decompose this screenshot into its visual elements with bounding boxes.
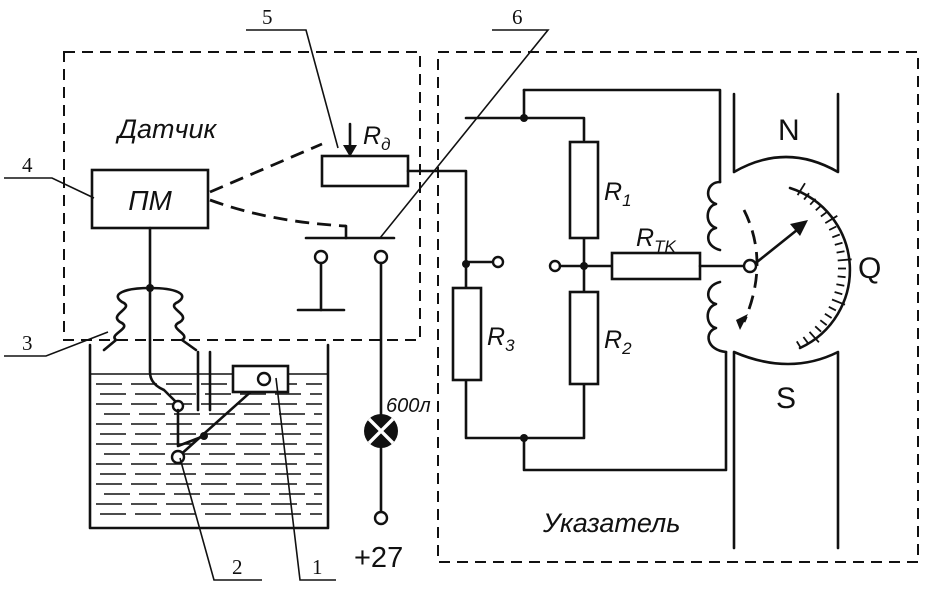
pm-label: ПМ [128, 185, 172, 216]
bridge-top-node [520, 114, 528, 122]
bridge-top-branch [464, 116, 586, 142]
sensor-block-border [63, 51, 421, 341]
callout-1: 1 [275, 377, 336, 581]
bellows [102, 286, 198, 352]
svg-text:2: 2 [232, 555, 243, 579]
indicator-title: Указатель [542, 508, 680, 538]
scale-tick [836, 250, 845, 254]
rtk-label: RTK [636, 224, 676, 256]
lamp-cross [367, 417, 395, 445]
scale-tick [836, 283, 845, 287]
callout-3: 3 [4, 331, 109, 357]
resistor-r3 [451, 286, 483, 382]
rotor-path-arrow [736, 314, 748, 330]
callout-5: 5 [246, 5, 339, 149]
pm-to-rheostat-link [209, 142, 323, 194]
scale-ticks [796, 182, 852, 349]
pointer-arrow [790, 220, 808, 236]
signal-lamp: 600л [364, 395, 431, 448]
bridge-top [522, 88, 722, 184]
sensor-title: Датчик [115, 114, 218, 144]
svg-text:5: 5 [262, 5, 273, 29]
fuel-tank [88, 286, 330, 530]
scale-tick [796, 182, 806, 196]
north-label: N [778, 114, 800, 147]
scale-tick [837, 275, 846, 279]
resistor-r1 [568, 140, 600, 240]
scale-tick [814, 325, 822, 333]
supply-label: +27 [354, 542, 403, 574]
svg-text:1: 1 [312, 555, 323, 579]
scale-tick [831, 233, 841, 239]
resistor-r2 [568, 290, 600, 386]
svg-text:6: 6 [512, 5, 523, 29]
r2-label: R2 [604, 326, 632, 358]
scale-tick [819, 319, 828, 326]
resistor-rtk [610, 251, 702, 281]
bridge-bottom-node [520, 434, 528, 442]
scale-tick [809, 198, 817, 206]
scale-arc [788, 186, 852, 350]
scale-tick [815, 204, 823, 211]
scale-tick [824, 312, 833, 319]
rd-label: Rд [363, 122, 390, 154]
lever-pivot [170, 449, 186, 465]
rheostat-to-r3-wire [406, 169, 468, 264]
sensor-block: Датчик ПМ Rд [63, 51, 421, 352]
r3-label: R3 [487, 323, 515, 355]
scale-label: Q [858, 252, 881, 285]
indicator-block: Указатель R1 R2 R3 RTK [437, 51, 919, 563]
indicator-block-border [437, 51, 919, 563]
supply-upper-terminal [373, 249, 389, 265]
scale-tick [831, 298, 846, 306]
scale-tick [796, 340, 802, 349]
scale-tick [828, 225, 837, 231]
bridge-bottom [522, 350, 728, 472]
scale-tick [820, 210, 828, 218]
float-pin [256, 371, 272, 387]
pointer-pivot [742, 258, 758, 274]
supply-lower-terminal [373, 510, 389, 526]
callouts: 5 6 4 3 2 1 [4, 5, 550, 581]
scale-tick [837, 258, 852, 262]
rheostat-rd [320, 154, 410, 188]
scale-tick [802, 336, 809, 344]
r1-label: R1 [604, 178, 632, 210]
bridge-r3-bottom [464, 378, 586, 440]
lamp-label: 600л [386, 395, 431, 417]
scale-tick [803, 192, 810, 201]
bridge-mid-node [580, 262, 588, 270]
bridge-mid-terminal [548, 259, 562, 273]
callout-2: 2 [179, 457, 262, 581]
lever-middle-pivot [200, 432, 208, 440]
scale-tick [808, 331, 820, 343]
south-pole [732, 350, 840, 550]
ground-terminal [313, 249, 329, 265]
magnet: N S Q [732, 92, 881, 550]
scale-tick [834, 291, 843, 296]
pm-to-contact-link [209, 198, 347, 228]
meter-coils [706, 180, 728, 354]
r3-input-terminal [491, 255, 505, 269]
north-pole [732, 92, 840, 174]
scale-tick [824, 215, 838, 224]
lever-link [176, 408, 206, 448]
callout-4: 4 [4, 153, 95, 199]
guide-tube [196, 350, 212, 412]
rheostat-wiper-arrow [343, 145, 357, 157]
south-label: S [776, 382, 796, 415]
linkage-rod [148, 286, 180, 406]
wiring [379, 169, 505, 516]
svg-text:3: 3 [22, 331, 33, 355]
scale-tick [834, 241, 843, 246]
scale-tick [828, 305, 837, 312]
pointer [750, 224, 804, 268]
svg-text:4: 4 [22, 153, 33, 177]
tank-walls [88, 343, 330, 530]
callout-6: 6 [379, 5, 550, 239]
